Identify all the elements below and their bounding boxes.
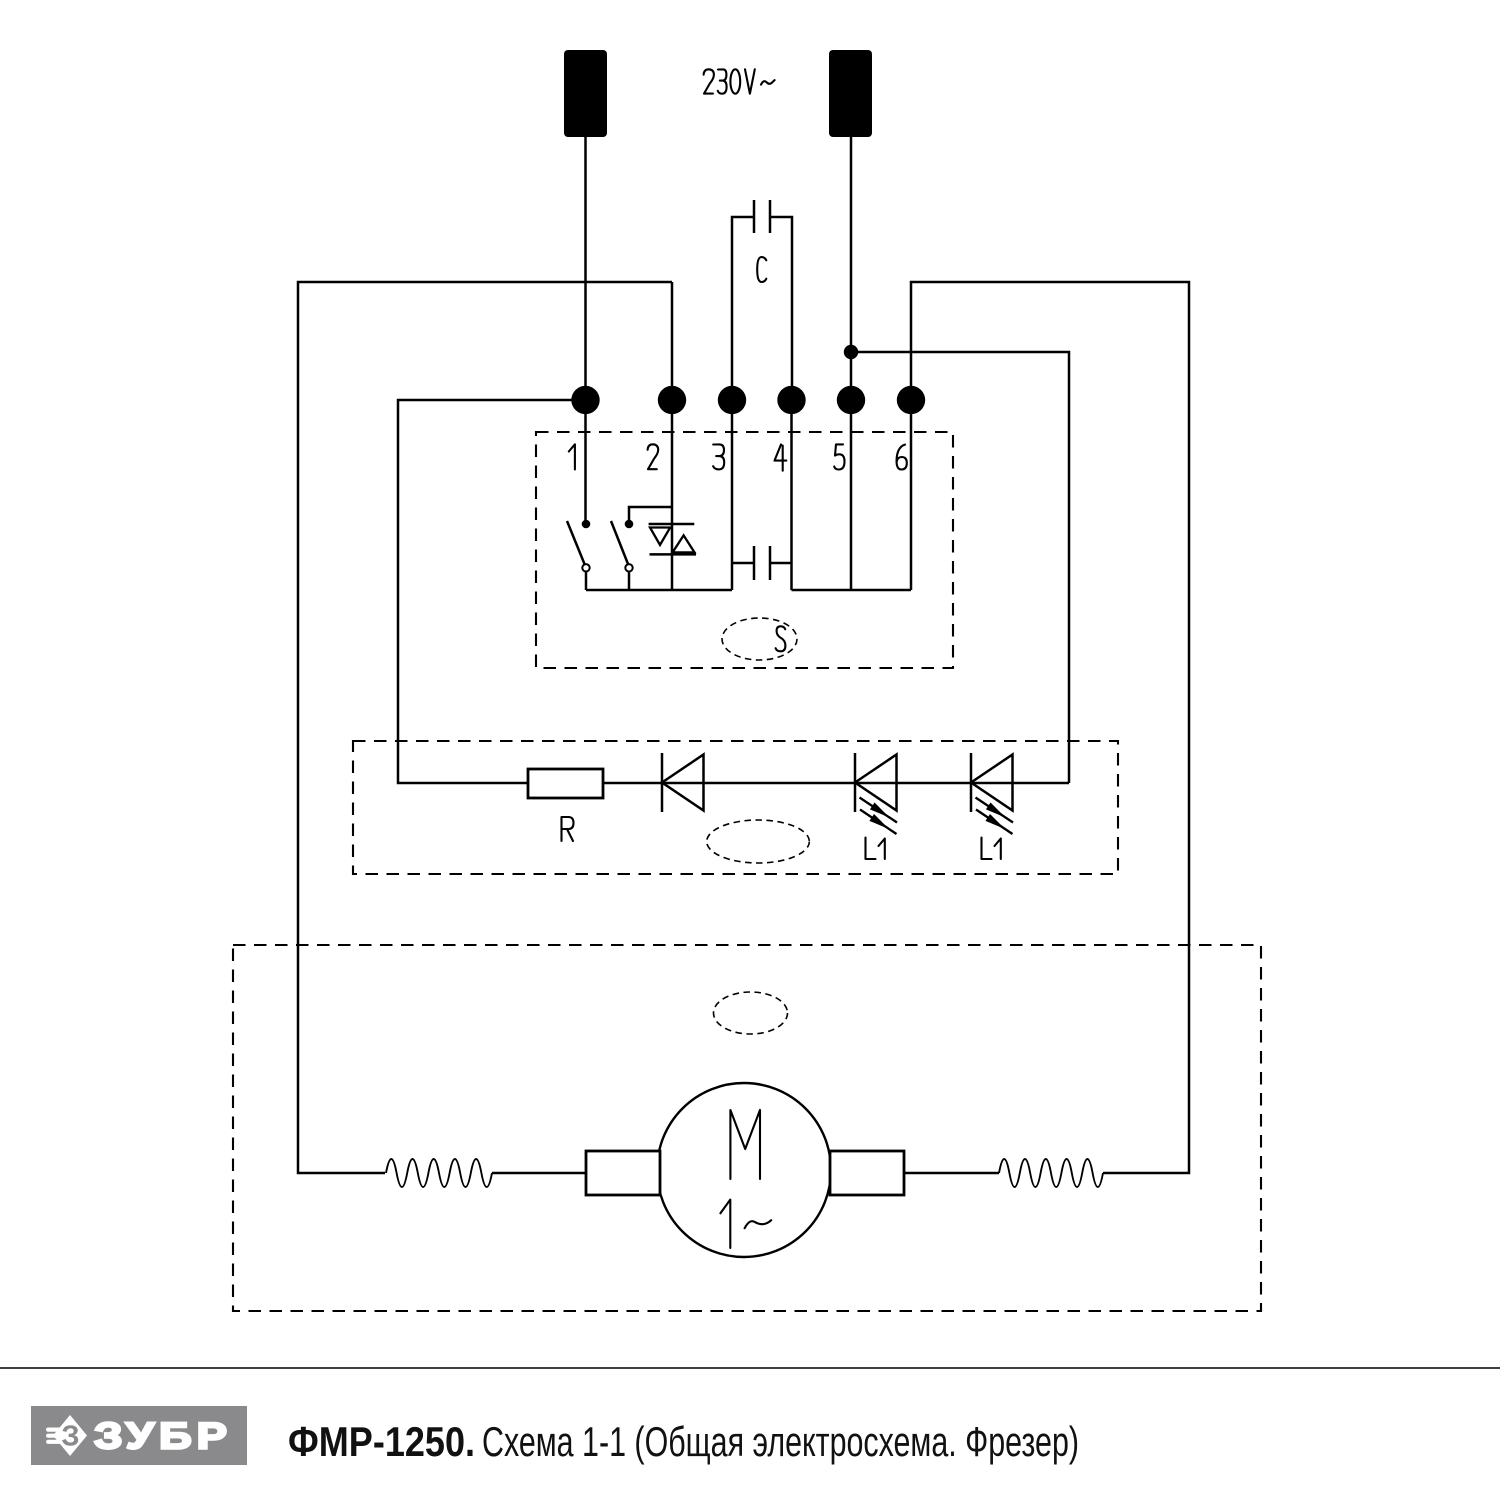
svg-text:ЗУБР: ЗУБР [94, 1416, 232, 1457]
svg-text:ФМР-1250.: ФМР-1250. [288, 1418, 475, 1465]
svg-text:З: З [61, 1421, 79, 1453]
svg-text:Схема 1-1 (Общая электросхема.: Схема 1-1 (Общая электросхема. Фрезер) [482, 1418, 1079, 1465]
